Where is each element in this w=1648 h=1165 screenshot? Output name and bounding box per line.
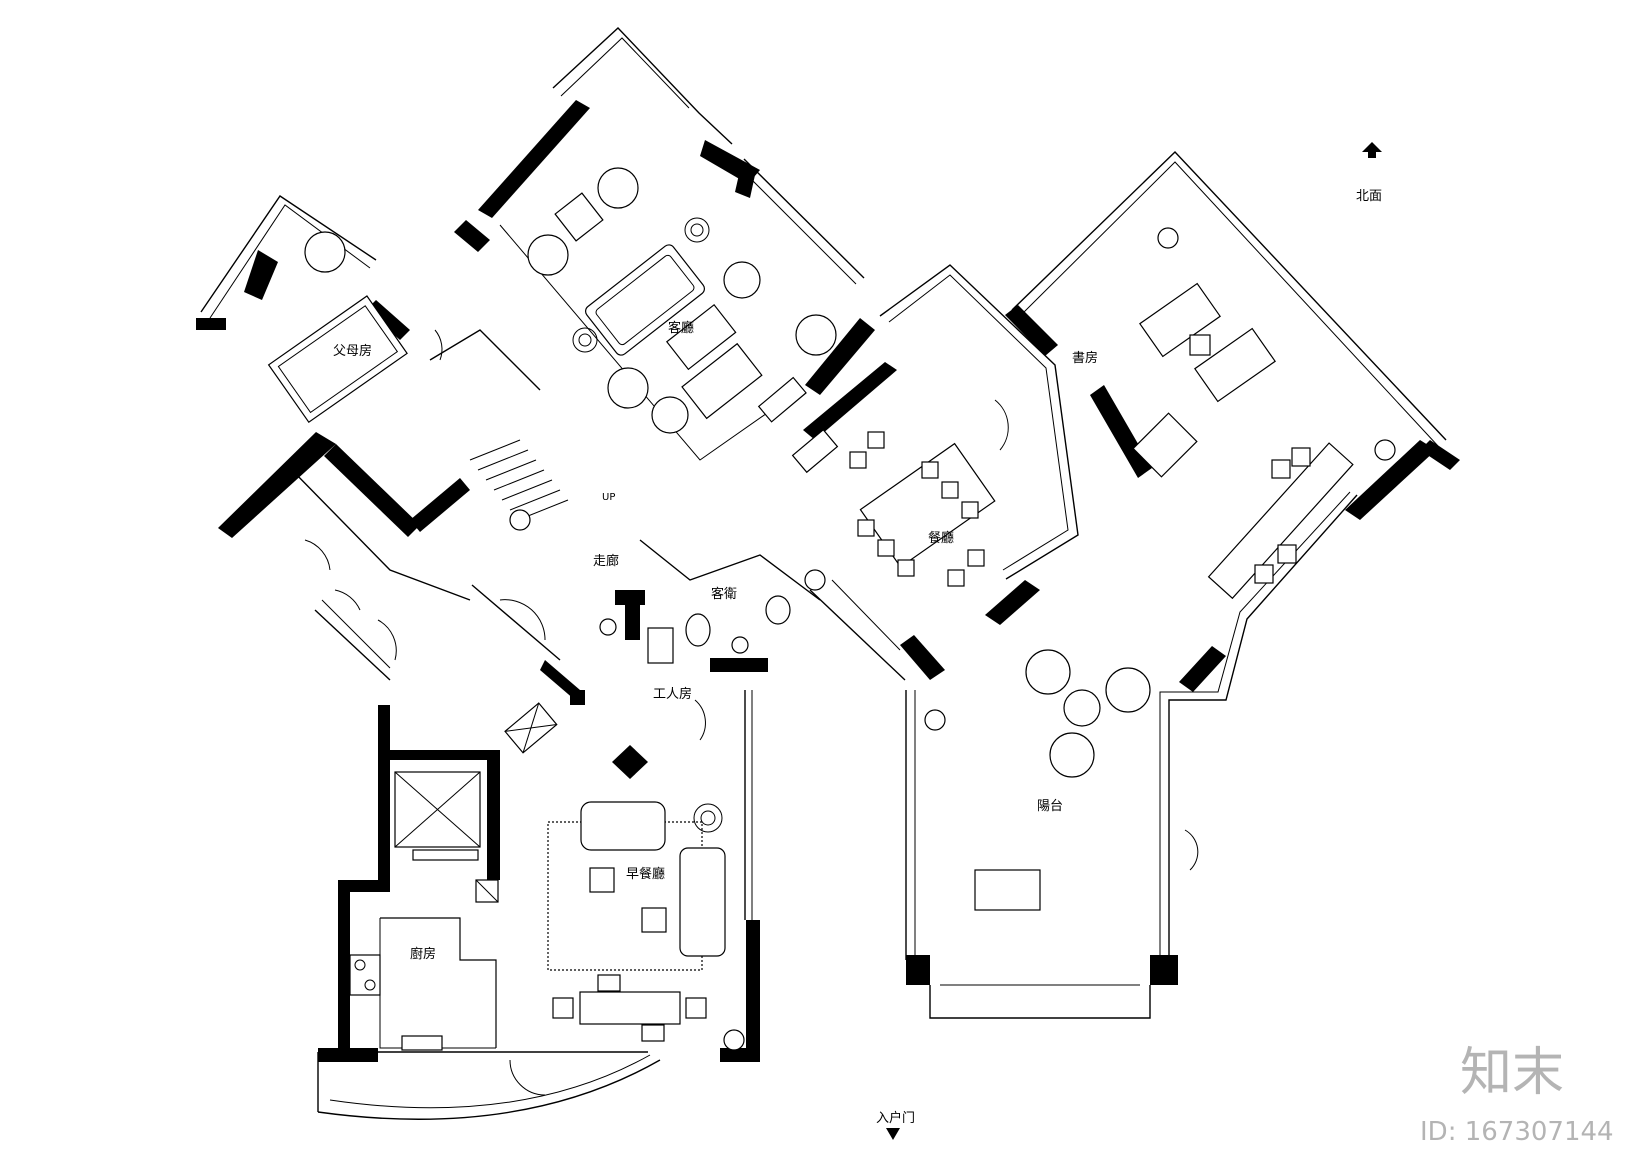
label-guest-bath: 客衛: [711, 586, 737, 602]
label-breakfast: 早餐廳: [626, 866, 665, 882]
door-swings: [304, 329, 1199, 1096]
label-kitchen: 廚房: [410, 946, 436, 962]
label-study: 書房: [1072, 350, 1098, 366]
furniture: [267, 167, 1354, 1051]
north-arrow-icon: [1362, 142, 1382, 158]
ceiling-lights: [509, 227, 1396, 1051]
north-arrow: 北面: [1356, 142, 1382, 204]
watermark: 知末 ID: 167307144: [1420, 1043, 1614, 1147]
label-sunroom: 陽台: [1037, 799, 1063, 814]
structural-walls: [196, 100, 1460, 1062]
room-labels: 客廳 父母房 走廊 客衛 餐廳 書房 工人房 早餐廳 廚房 陽台 UP: [333, 320, 1098, 962]
label-dining: 餐廳: [928, 530, 954, 546]
label-stair-up: UP: [602, 492, 615, 503]
label-corridor: 走廊: [593, 553, 619, 569]
watermark-id: ID: 167307144: [1420, 1117, 1614, 1147]
outline-lines: [200, 27, 1447, 1120]
watermark-brand: 知末: [1460, 1043, 1564, 1103]
entrance-marker: 入户门: [876, 1110, 915, 1140]
label-living: 客廳: [668, 320, 694, 336]
entrance-arrow-icon: [886, 1128, 900, 1140]
label-parents-room: 父母房: [333, 343, 372, 359]
compass-label: 北面: [1356, 189, 1382, 204]
label-servant-room: 工人房: [653, 686, 692, 702]
entrance-label: 入户门: [876, 1110, 915, 1126]
